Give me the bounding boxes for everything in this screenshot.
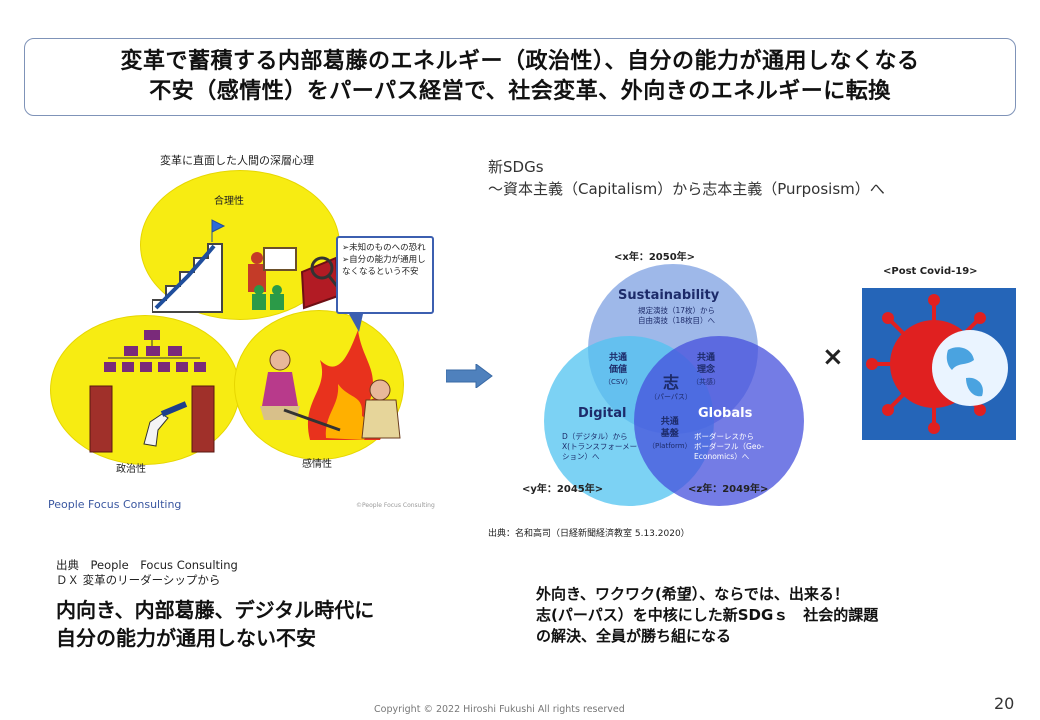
left-message-line-1: 内向き、内部葛藤、デジタル時代に [56,598,375,622]
covid-earth-image [862,288,1016,440]
globals-sub-1: ボーダーレスから [694,432,754,441]
deep-psychology-heading: 変革に直面した人間の深層心理 [160,154,314,167]
stairs-illustration [152,219,342,313]
fear-speech-bubble: ➢未知のものへの恐れ ➢自分の能力が通用しなくなるという不安 [336,236,434,314]
pfc-logo: People Focus Consulting [48,498,182,511]
shared-value-line-1: 共通 [609,353,628,363]
shared-idea-line-1: 共通 [696,353,715,363]
year-y-label: <y年：2045年> [522,484,604,495]
shared-value-line-2: 価値 [609,365,628,375]
rationality-label: 合理性 [214,196,244,207]
new-sdgs-title: 新SDGs [488,158,544,176]
right-message-line-2: 志(パーパス）を中核にした新SDGｓ 社会的課題 [536,606,879,624]
sdg-venn-diagram: <x年：2050年> Sustainability 規定演技（17枚）から 自由… [500,240,840,510]
fire-illustration [260,330,401,440]
left-message-line-2: 自分の能力が通用しない不安 [56,626,316,650]
left-source-line-2: ＤＸ 変革のリーダーシップから [56,573,221,587]
new-sdgs-heading: 新SDGs ～資本主義（Capitalism）から志本主義（Purposism）… [488,156,885,200]
covid-virus-icon [862,288,1016,440]
politics-label: 政治性 [116,464,146,475]
new-sdgs-subtitle: ～資本主義（Capitalism）から志本主義（Purposism）へ [488,180,885,198]
globals-circle [634,336,804,506]
shared-idea-text: 共通 理念 （共感） [692,352,720,388]
digital-sub-3: ション）へ [562,452,600,461]
fear-unknown-text: ➢未知のものへの恐れ [342,243,426,253]
globals-label: Globals [698,406,753,421]
digital-sub-2: X(トランスフォーメー [562,442,638,451]
org-chart-illustration [89,330,215,453]
right-message: 外向き、ワクワク(希望）、ならでは、出来る！ 志(パーパス）を中核にした新SDG… [536,584,878,647]
digital-label: Digital [578,406,627,421]
shared-base-line-1: 共通 [660,417,679,427]
sustainability-sub-1: 規定演技（17枚）から [638,306,716,315]
left-message: 内向き、内部葛藤、デジタル時代に 自分の能力が通用しない不安 [56,596,374,652]
year-x-label: <x年：2050年> [614,252,696,263]
slide-title-box: 変革で蓄積する内部葛藤のエネルギー（政治性）、自分の能力が通用しなくなる 不安（… [24,38,1016,116]
year-z-label: <z年：2049年> [688,484,769,495]
speech-bubble-tail [349,314,363,332]
post-covid-label: <Post Covid-19> [883,266,978,277]
deep-psychology-figure: 変革に直面した人間の深層心理 合理性 政治 [44,140,444,520]
right-message-line-1: 外向き、ワクワク(希望）、ならでは、出来る！ [536,585,849,603]
right-arrow-icon [446,364,493,388]
shared-idea-line-2: 理念 [696,365,715,375]
shared-base-line-3: （Platform） [648,442,692,450]
globals-sub-3: Economics）へ [694,452,750,461]
purpose-center-small: （パーパス） [650,393,692,401]
page-number: 20 [994,694,1015,713]
times-symbol: × [822,342,844,372]
shared-value-text: 共通 価値 （CSV） [604,352,632,388]
shared-base-text: 共通 基盤 （Platform） [648,416,692,452]
globals-sub-2: ボーダーフル（Geo- [694,442,764,451]
copyright-footer: Copyright © 2022 Hiroshi Fukushi All rig… [374,704,625,715]
sustainability-label: Sustainability [618,288,720,303]
fear-capability-text: ➢自分の能力が通用しなくなるという不安 [342,255,426,277]
right-message-line-3: の解決、全員が勝ち組になる [536,627,732,645]
sdg-source-text: 出典：名和高司（日経新聞経済教室 5.13.2020） [488,529,690,539]
slide-title-line-1: 変革で蓄積する内部葛藤のエネルギー（政治性）、自分の能力が通用しなくなる [120,49,920,74]
shared-value-line-3: （CSV） [604,378,633,386]
shared-base-line-2: 基盤 [660,429,679,439]
emotion-label: 感情性 [302,459,332,470]
digital-sub-1: D（デジタル）から [562,432,628,441]
purpose-center-big: 志 [662,373,679,392]
purpose-center-text: 志 （パーパス） [650,373,692,404]
shared-idea-line-3: （共感） [692,378,720,386]
pfc-small-copyright: ©People Focus Consulting [356,502,435,509]
left-source-line-1: 出典 People Focus Consulting [56,558,238,572]
sustainability-sub-2: 自由演技（18枚目）へ [638,316,716,325]
left-source-caption: 出典 People Focus Consulting ＤＸ 変革のリーダーシップ… [56,558,238,588]
slide-title-line-2: 不安（感情性）をパーパス経営で、社会変革、外向きのエネルギーに転換 [149,79,891,104]
